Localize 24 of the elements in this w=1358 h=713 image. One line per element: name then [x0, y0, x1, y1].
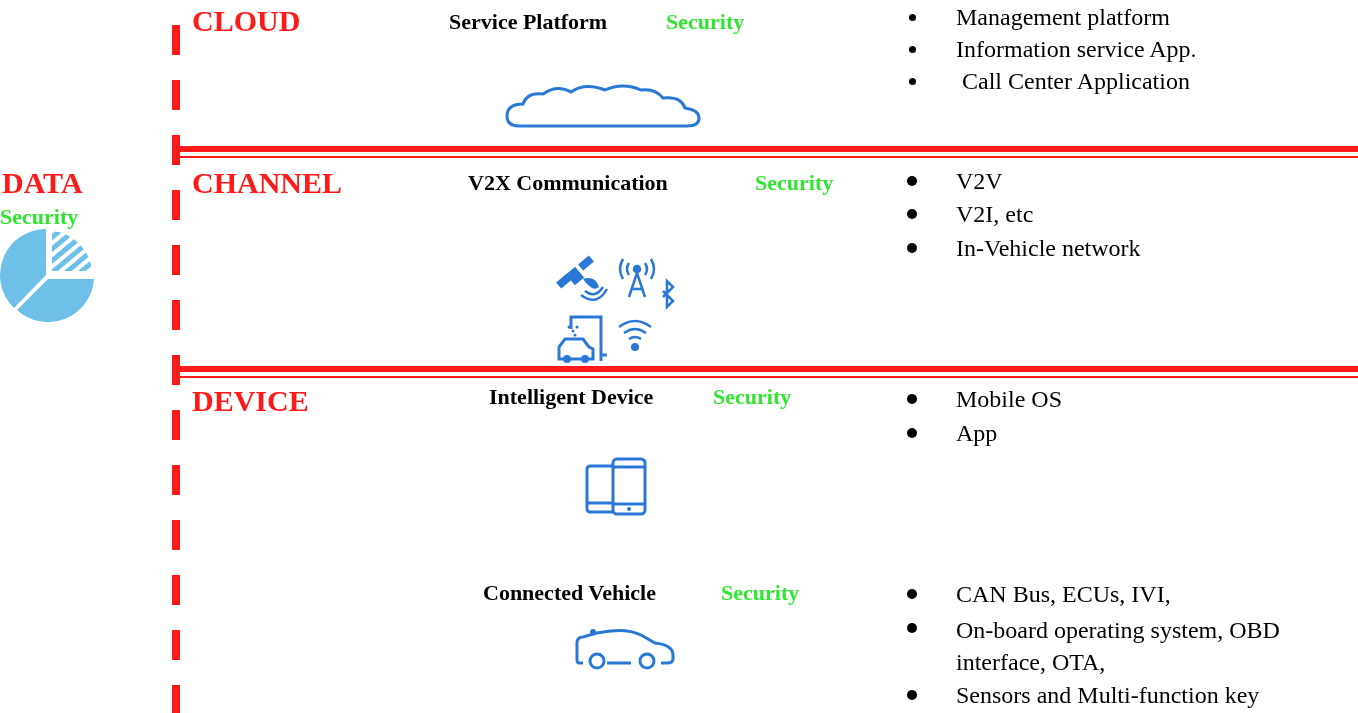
layer-heading: CLOUD: [192, 4, 301, 37]
layer-heading: CHANNEL: [192, 166, 342, 199]
bullet-item: Information service App.: [956, 36, 1197, 63]
security-label: Security: [721, 581, 800, 606]
bullet-item: On-board operating system, OBD interface, OTA,: [956, 616, 1281, 677]
section-title: V2X Communication: [468, 171, 668, 196]
bullet-item: Call Center Application: [962, 68, 1190, 95]
bullet-item: V2V: [956, 168, 1003, 195]
section-title: Intelligent Device: [489, 385, 654, 410]
bullet-item: Sensors and Multi-function key: [956, 682, 1260, 709]
security-label: Security: [713, 385, 792, 410]
security-label: Security: [666, 10, 745, 35]
layer-heading: DEVICE: [192, 384, 309, 417]
bullet-item: Management platform: [956, 4, 1170, 31]
bullet-item: CAN Bus, ECUs, IVI,: [956, 581, 1171, 608]
bullet-item: V2I, etc: [956, 201, 1034, 228]
bullet-item: Mobile OS: [956, 386, 1062, 413]
bullet-item: In-Vehicle network: [956, 235, 1141, 262]
section-title: Service Platform: [449, 10, 608, 35]
security-label: Security: [0, 205, 79, 230]
security-label: Security: [755, 171, 834, 196]
section-title: Connected Vehicle: [483, 581, 656, 606]
bullet-item: App: [956, 420, 998, 447]
layer-heading: DATA: [2, 166, 83, 199]
